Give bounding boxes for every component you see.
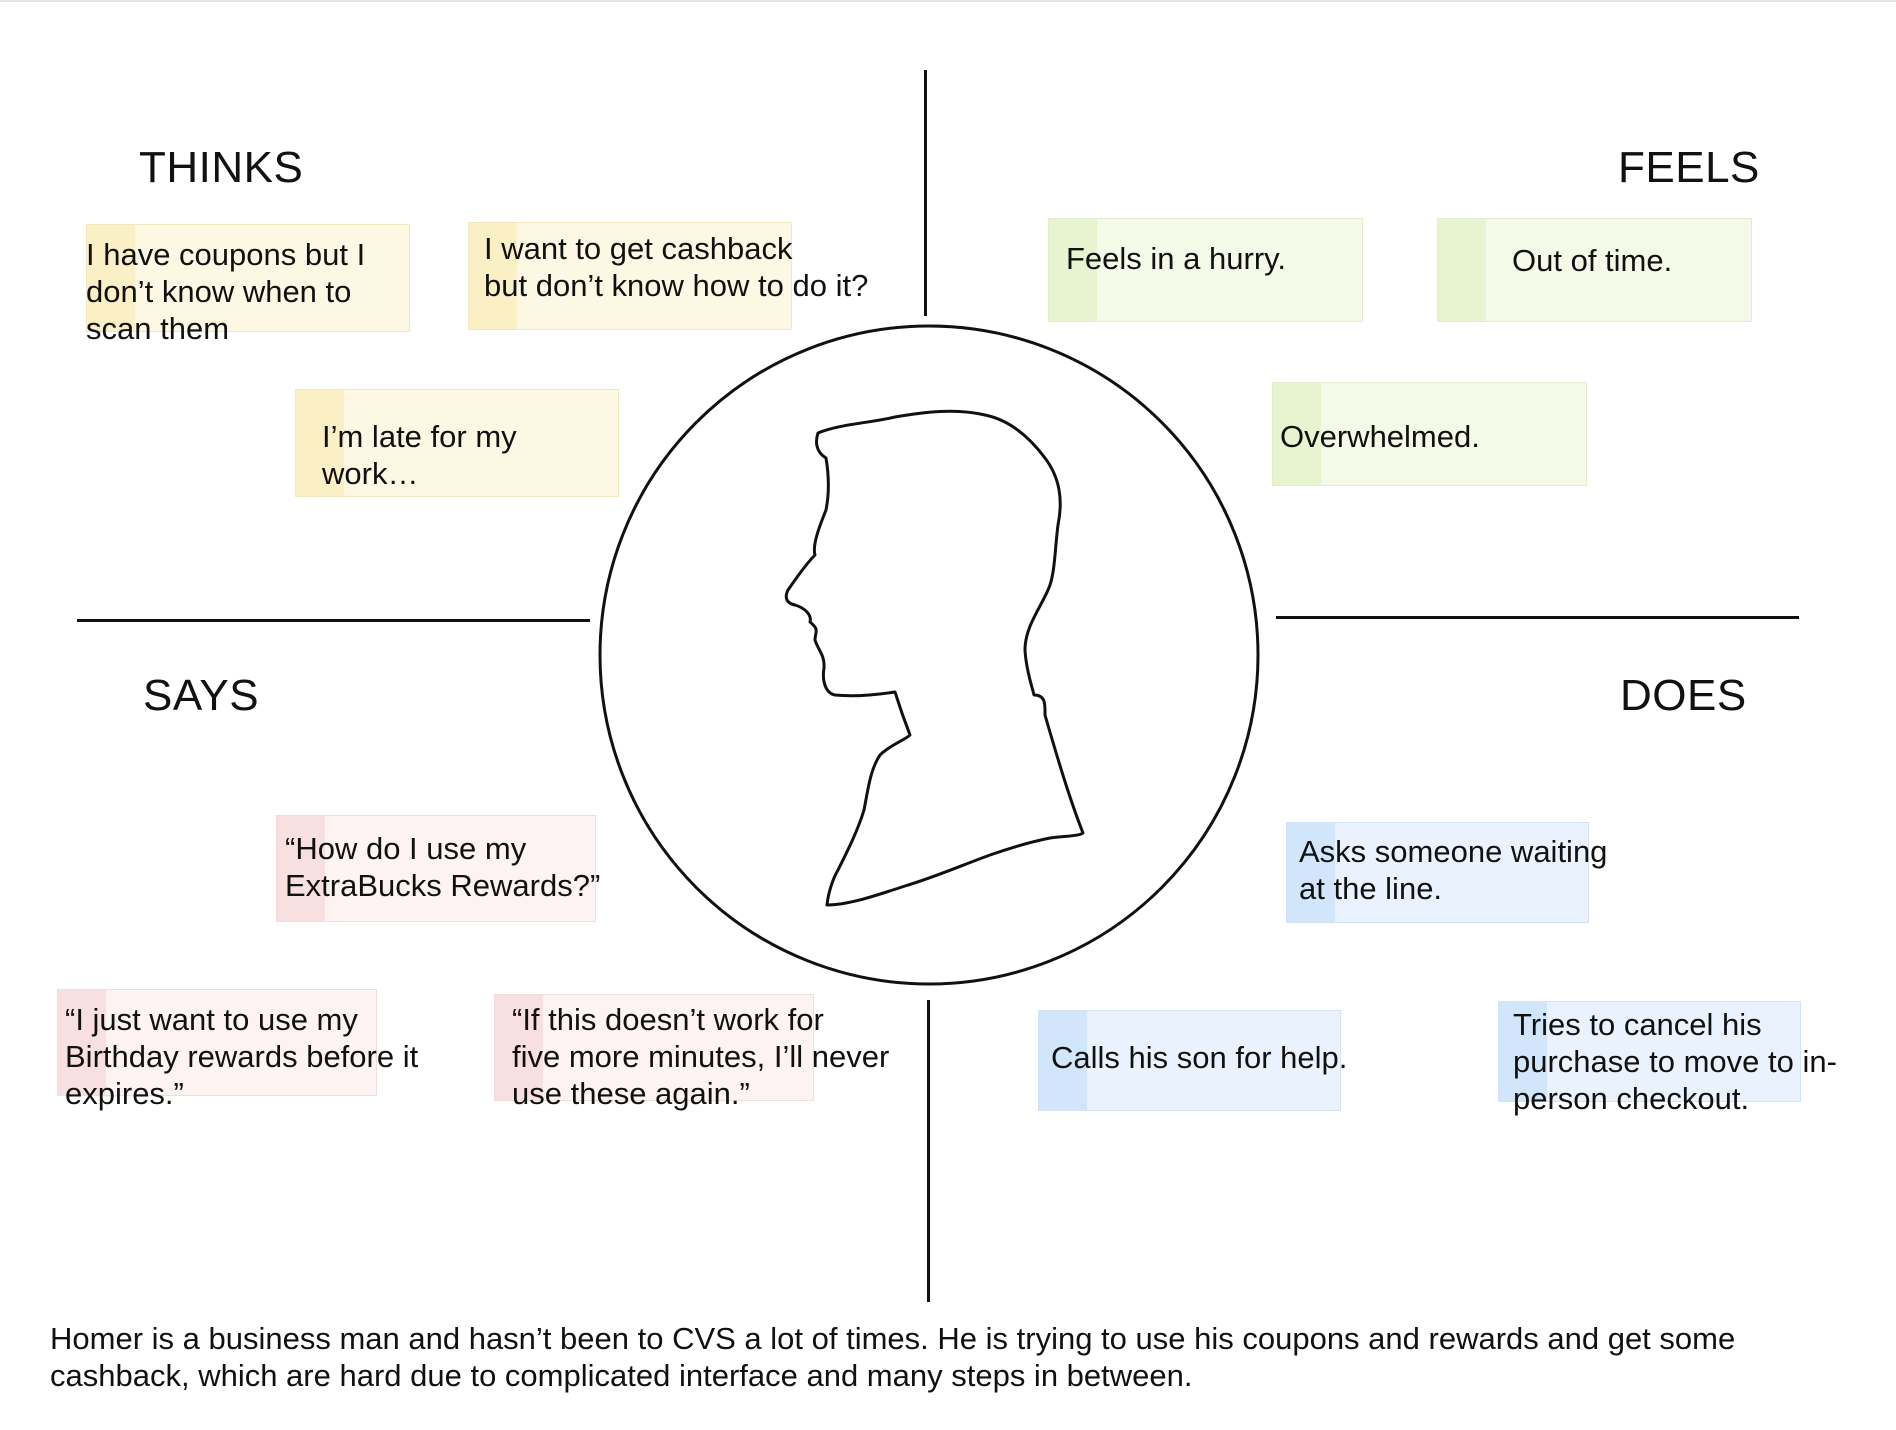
note-text-says-3: “If this doesn’t work for five more minu… [512,1002,890,1111]
horizontal-axis-left [77,619,590,622]
persona-summary: Homer is a business man and hasn’t been … [50,1321,1736,1393]
note-text-does-3: Tries to cancel his purchase to move to … [1513,1007,1837,1116]
sticky-note-feels-1 [1048,218,1363,322]
sticky-note-does-1 [1286,822,1589,923]
sticky-note-feels-3 [1272,382,1587,486]
heading-feels: FEELS [1618,143,1760,192]
head-silhouette-icon [784,409,1085,907]
sticky-note-does-2 [1038,1010,1341,1111]
sticky-note-feels-2 [1437,218,1752,322]
note-text-thinks-3: I’m late for my work… [322,419,517,491]
heading-thinks: THINKS [139,143,304,192]
note-text-feels-2: Out of time. [1512,243,1673,278]
sticky-note-thinks-3 [295,389,619,497]
sticky-note-says-3 [494,994,814,1101]
vertical-axis-top [924,70,927,316]
horizontal-axis-right [1276,616,1799,619]
sticky-note-thinks-2 [468,222,792,330]
note-text-thinks-2: I want to get cashback but don’t know ho… [484,231,869,303]
note-text-says-2: “I just want to use my Birthday rewards … [65,1002,419,1111]
note-text-does-1: Asks someone waiting at the line. [1299,834,1608,906]
heading-says: SAYS [143,671,260,720]
note-text-thinks-1: I have coupons but I don’t know when to … [86,237,366,346]
note-text-does-2: Calls his son for help. [1051,1040,1348,1075]
note-text-feels-3: Overwhelmed. [1280,419,1480,454]
note-text-feels-1: Feels in a hurry. [1066,241,1286,276]
heading-does: DOES [1620,671,1747,720]
sticky-note-says-2 [57,989,377,1096]
sticky-note-does-3 [1498,1001,1801,1102]
vertical-axis-bottom [927,1000,930,1302]
note-text-says-1: “How do I use my ExtraBucks Rewards?” [285,831,601,903]
sticky-note-thinks-1 [86,224,410,332]
top-divider [0,0,1896,2]
sticky-note-says-1 [276,815,596,922]
